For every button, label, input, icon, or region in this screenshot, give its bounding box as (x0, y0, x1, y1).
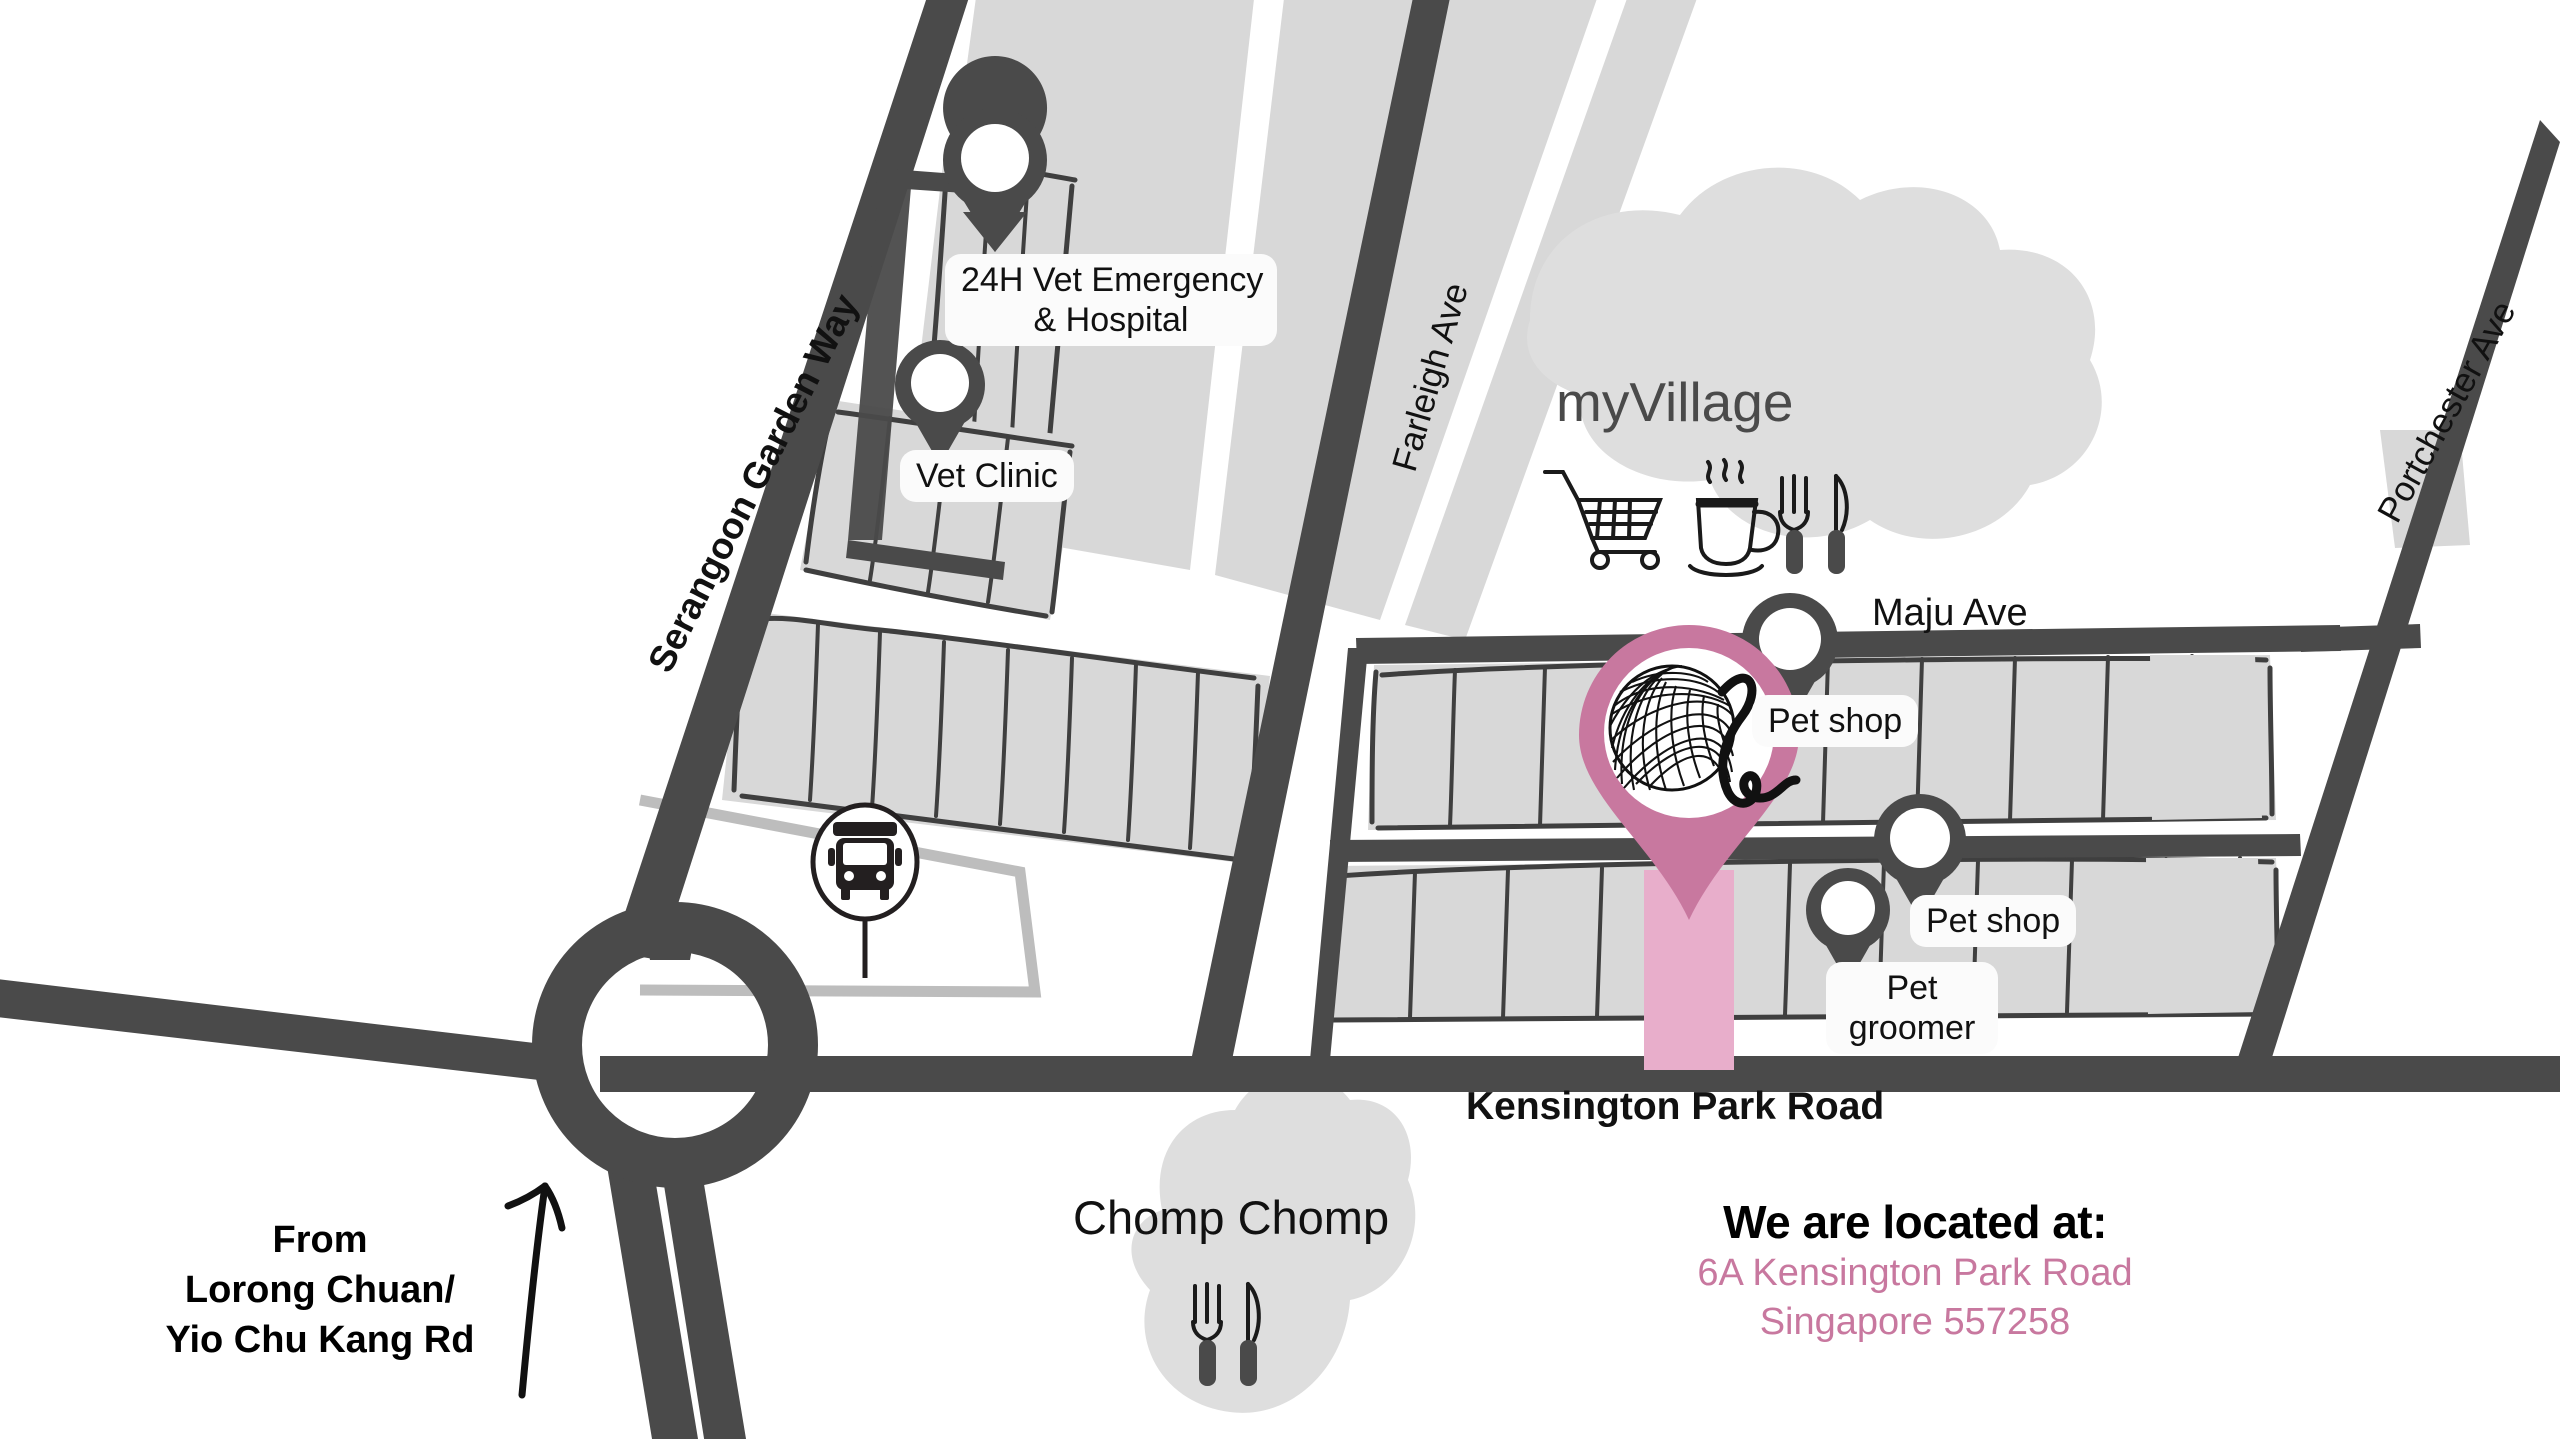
place-label-chomp-chomp: Chomp Chomp (1073, 1191, 1390, 1244)
direction-note-line-2: Lorong Chuan/ (184, 1269, 456, 1312)
roundabout (532, 902, 818, 1188)
shopping-cart-icon (1543, 470, 1663, 570)
direction-note-line-3: Yio Chu Kang Rd (165, 1319, 475, 1362)
direction-note: From Lorong Chuan/ Yio Chu Kang Rd (150, 1215, 490, 1365)
street-label-maju-ave: Maju Ave (1872, 592, 2028, 634)
pin-label-pet-shop-1: Pet shop (1752, 695, 1919, 748)
address-line-1: 6A Kensington Park Road (1697, 1252, 2133, 1294)
myvillage-blob (1527, 167, 2102, 539)
shophouse-block-left-long (722, 610, 1270, 864)
direction-note-line-1: From (272, 1219, 368, 1261)
pin-vet-emergency[interactable] (943, 56, 1048, 252)
pin-label-pet-shop-2: Pet shop (1910, 895, 2077, 948)
shophouse-block-right-row2 (1322, 856, 2282, 1023)
place-label-myvillage: myVillage (1556, 371, 1794, 433)
pin-vet-clinic[interactable] (895, 340, 985, 465)
up-arrow-icon (504, 1182, 566, 1399)
bus-icon (828, 822, 902, 900)
road-farleigh-ave (1192, 0, 1450, 1060)
road-portchester-ave (2236, 120, 2560, 1070)
yarn-ball-logo (1608, 664, 1801, 808)
destination-pin[interactable] (1579, 625, 1801, 1070)
myvillage-icons (1543, 458, 1849, 577)
pin-label-vet-clinic: Vet Clinic (900, 450, 1074, 503)
address-block: We are located at: 6A Kensington Park Ro… (1660, 1195, 2170, 1346)
pin-label-vet-emergency: 24H Vet Emergency& Hospital (945, 254, 1277, 347)
chomp-chomp-icon (1191, 1282, 1261, 1386)
road-mid-right (1330, 834, 2301, 862)
address-line-2: Singapore 557258 (1759, 1300, 2071, 1343)
street-label-kensington-park-road: Kensington Park Road (1466, 1085, 1885, 1128)
blocks-far-right (2146, 655, 2264, 1014)
coffee-cup-icon (1688, 458, 1781, 577)
address-title: We are located at: (1723, 1196, 2107, 1248)
fork-knife-icon (1778, 474, 1849, 574)
chomp-chomp-blob (1131, 1072, 1416, 1413)
road-maju-ave (1356, 625, 2341, 664)
bus-stop-marker[interactable] (810, 802, 920, 978)
